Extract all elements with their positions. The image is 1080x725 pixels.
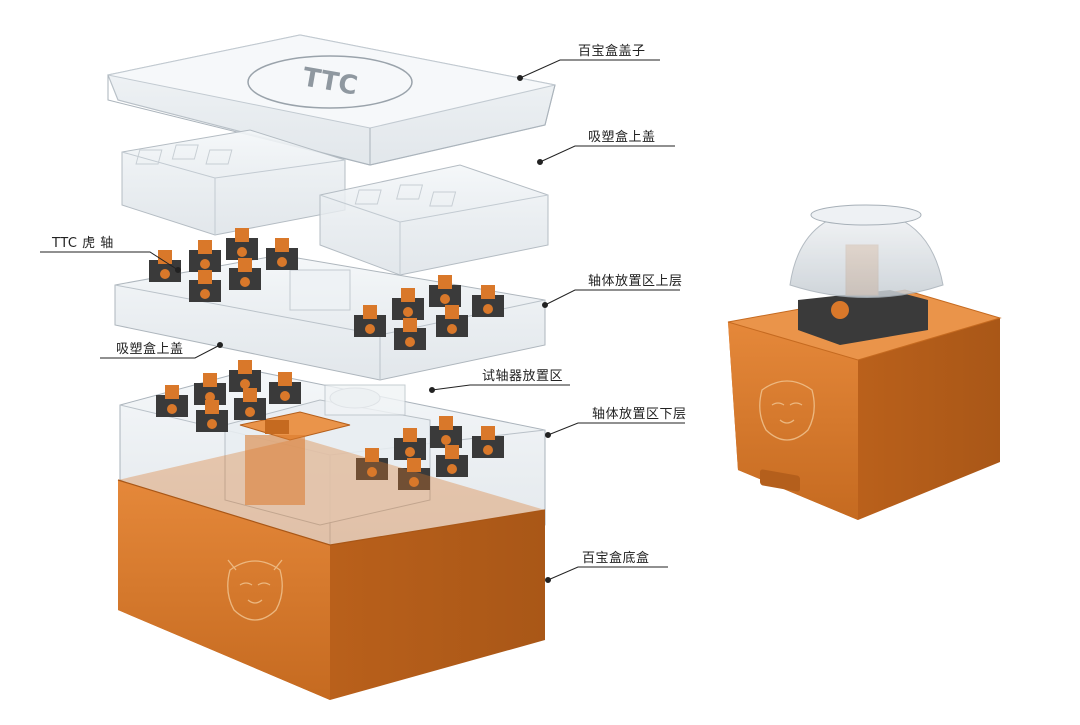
leader-blister-upper-right [539, 145, 675, 163]
tiger-emblem-assembled [759, 380, 815, 441]
switch [394, 318, 426, 350]
label-base-box: 百宝盒底盒 [582, 551, 650, 566]
switch [189, 240, 221, 272]
switch-group-lower-right [356, 416, 504, 490]
leader-tester-zone [431, 384, 570, 391]
switch-group-upper-left [149, 228, 298, 302]
switch [229, 258, 261, 290]
switch-group-upper-right [354, 275, 504, 350]
leader-switch-zone-lower [547, 422, 685, 436]
switch [194, 373, 226, 405]
switch [436, 445, 468, 477]
base-box [117, 438, 546, 700]
box-lid: TTC [107, 34, 556, 166]
label-blister-upper-right: 吸塑盒上盖 [588, 130, 656, 145]
switch [156, 385, 188, 417]
tester-dome [789, 204, 944, 298]
leader-blister-upper-left [100, 344, 221, 359]
leader-lines [40, 59, 685, 583]
tester-zone [224, 384, 431, 526]
label-tester-zone: 试轴器放置区 [482, 369, 564, 384]
label-blister-upper-left: 吸塑盒上盖 [116, 342, 184, 357]
switch [149, 250, 181, 282]
switch [189, 270, 221, 302]
switch [196, 400, 228, 432]
switch [234, 388, 266, 420]
switch [472, 285, 504, 317]
label-lid: 百宝盒盖子 [578, 44, 646, 59]
blister-upper-right [319, 164, 549, 276]
switch [229, 360, 261, 392]
switch [354, 305, 386, 337]
switch-group-lower-left [156, 360, 301, 432]
switch [226, 228, 258, 260]
switch [472, 426, 504, 458]
switch [436, 305, 468, 337]
switch [429, 275, 461, 307]
leader-switch-zone-upper [544, 289, 680, 306]
assembled-box [727, 204, 1002, 520]
leader-lid [519, 59, 660, 79]
switch [269, 372, 301, 404]
label-switch-zone-upper: 轴体放置区上层 [588, 274, 683, 289]
label-switch-zone-lower: 轴体放置区下层 [592, 407, 687, 422]
switch [394, 428, 426, 460]
switch [430, 416, 462, 448]
leader-switches [40, 251, 179, 271]
leader-base-box [547, 566, 668, 581]
tiger-emblem [227, 559, 283, 621]
switch [356, 448, 388, 480]
switch [266, 238, 298, 270]
label-switches: TTC 虎 轴 [52, 236, 114, 251]
switch [398, 458, 430, 490]
switch [392, 288, 424, 320]
